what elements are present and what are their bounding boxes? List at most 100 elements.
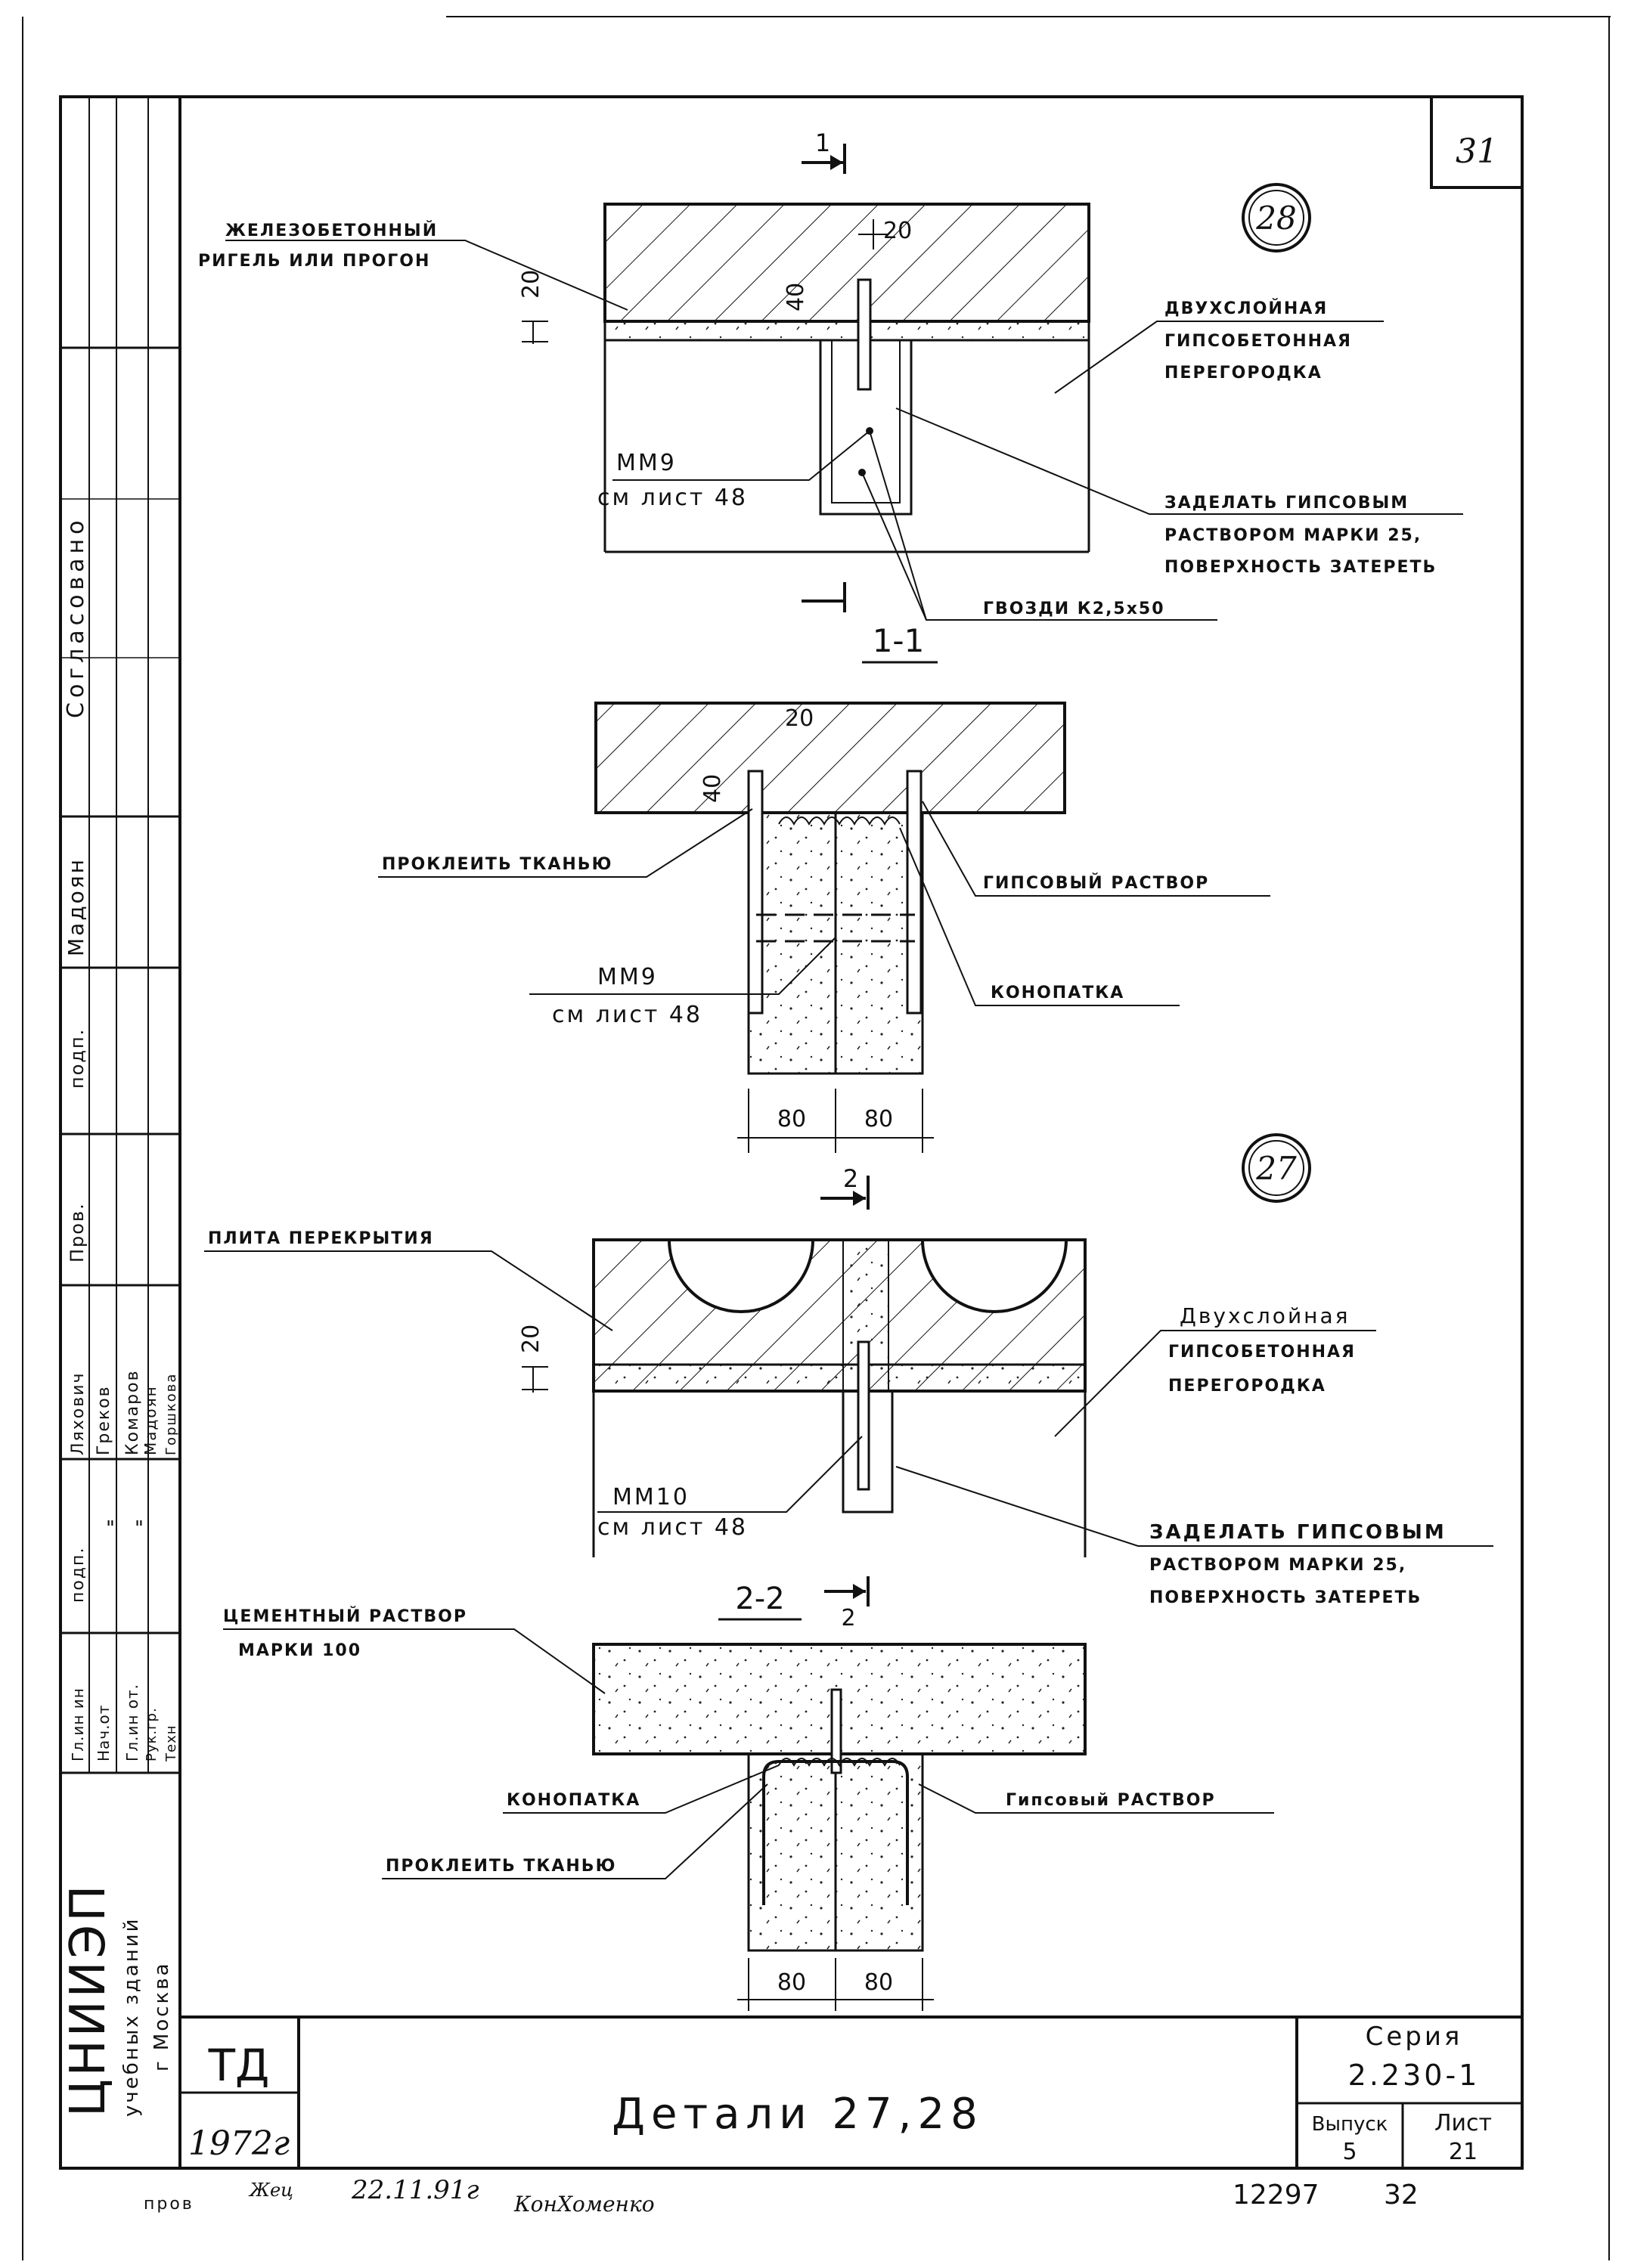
footer: пров Жец 22.11.91г КонХоменко 12297 32 (144, 2175, 1419, 2217)
title-code: ТД (208, 2040, 270, 2091)
detail-28-marker (1242, 183, 1311, 253)
section-2-2-title: 2-2 (735, 1582, 784, 1616)
stamp-name-3: Комаров (123, 1369, 142, 1455)
detail-27-cut-mark: 2 (843, 1164, 858, 1193)
partition-label-2: ГИПСОБЕТОННАЯ (1164, 332, 1352, 351)
section-2-2: 2-2 2 ЦЕМЕНТНЫЙ РАСТВОР МАРКИ 100 КОНОПА… (223, 1576, 1274, 2011)
nails-label: ГВОЗДИ К2,5х50 (983, 600, 1165, 618)
stamp-ditto-2: " (135, 1517, 144, 1540)
stamp-role-2: Нач.от (95, 1705, 113, 1761)
section-1-1-dim-top20: 20 (785, 705, 814, 732)
drawing-title: Детали 27,28 (612, 2090, 983, 2139)
detail-27-dim-20: 20 (518, 1325, 544, 1353)
stamp-ditto-1: " (106, 1517, 115, 1540)
detail-28-marker-label: 28 (1255, 200, 1296, 237)
stamp-org: ЦНИИЭП (60, 1882, 116, 2117)
stamp-madoyan: Мадоян (64, 857, 88, 956)
footer-date: 22.11.91г (351, 2175, 479, 2205)
caulk-label: КОНОПАТКА (991, 984, 1124, 1002)
section-1-1-dim-40: 40 (699, 774, 726, 803)
side-stamp-frame (59, 95, 181, 2170)
glue-label: ПРОКЛЕИТЬ ТКАНЬЮ (382, 855, 612, 874)
stamp-podp-2: подп. (69, 1547, 88, 1603)
stamp-prov: Пров. (67, 1202, 88, 1263)
detail-27-marker-label: 27 (1255, 1150, 1297, 1187)
detail-27-seal-1: ЗАДЕЛАТЬ ГИПСОВЫМ (1149, 1521, 1447, 1544)
partition-label-3: ПЕРЕГОРОДКА (1164, 364, 1323, 383)
mm9-label: ММ9 (616, 450, 677, 476)
mortar-label-2: МАРКИ 100 (238, 1641, 361, 1660)
stamp-org-sub-1: учебных зданий (120, 1917, 143, 2118)
archive-number: 12297 (1233, 2180, 1319, 2211)
footer-page: 32 (1384, 2180, 1419, 2211)
detail-28-dim-40: 40 (783, 283, 809, 311)
section-1-1-mm9: ММ9 (597, 964, 658, 990)
sheet-number-box: 31 (1430, 95, 1524, 189)
detail-28: 28 1 20 40 20 ЖЕЛЕЗОБЕТОННЫЙ РИГЕЛЬ ИЛИ … (198, 129, 1463, 621)
stamp-name-2: Греков (95, 1385, 113, 1455)
issue-label: Выпуск (1312, 2113, 1388, 2136)
detail-27-marker (1242, 1133, 1311, 1203)
partition-label-1: ДВУХСЛОЙНАЯ (1164, 299, 1328, 318)
section-1-1-dim-w2: 80 (864, 1106, 893, 1132)
section-2-2-glue-label: ПРОКЛЕИТЬ ТКАНЬЮ (386, 1857, 616, 1876)
section-1-1: 1-1 20 40 ПРОКЛЕИТЬ ТКАНЬЮ ГИПСОВЫЙ РАСТ… (378, 622, 1270, 1153)
footer-sig-1: Жец (248, 2180, 293, 2201)
stamp-role-3: Гл.ин от. (123, 1684, 141, 1761)
seal-label-2: РАСТВОРОМ МАРКИ 25, (1164, 526, 1422, 545)
detail-28-dim-top20: 20 (883, 218, 912, 244)
sheet-label: Лист (1434, 2110, 1492, 2136)
beam-label-2: РИГЕЛЬ ИЛИ ПРОГОН (198, 252, 430, 271)
detail-28-dim-20: 20 (518, 270, 544, 299)
detail-27: 27 2 20 ПЛИТА ПЕРЕКРЫТИЯ Двухслойная ГИП… (204, 1133, 1493, 1607)
series-label: Серия (1366, 2022, 1463, 2052)
seal-label-1: ЗАДЕЛАТЬ ГИПСОВЫМ (1164, 494, 1409, 513)
slab-label: ПЛИТА ПЕРЕКРЫТИЯ (208, 1229, 434, 1248)
sheet-number: 31 (1456, 132, 1498, 171)
stamp-role-5: Техн (163, 1725, 179, 1763)
detail-27-seal-3: ПОВЕРХНОСТЬ ЗАТЕРЕТЬ (1149, 1588, 1422, 1607)
detail-27-seal-2: РАСТВОРОМ МАРКИ 25, (1149, 1556, 1406, 1575)
section-1-1-mm9-ref: см лист 48 (552, 1002, 702, 1028)
series-value: 2.230-1 (1348, 2059, 1481, 2092)
section-1-1-caulk (778, 816, 901, 826)
stamp-podp: подп. (67, 1028, 88, 1089)
mm10-bracket (857, 1340, 870, 1491)
beam-label-1: ЖЕЛЕЗОБЕТОННЫЙ (225, 221, 438, 240)
detail-27-partition-2: ГИПСОБЕТОННАЯ (1168, 1343, 1356, 1362)
beam-hatched (603, 203, 1090, 323)
section-1-1-dim-w1: 80 (777, 1106, 806, 1132)
stamp-name-5: Горшкова (163, 1373, 179, 1455)
stamp-name-4: Мадоян (141, 1385, 160, 1455)
title-year: 1972г (188, 2124, 290, 2163)
title-block: ТД 1972г Детали 27,28 Серия 2.230-1 Выпу… (180, 2015, 1522, 2168)
section-1-1-title: 1-1 (873, 622, 925, 659)
seal-label-3: ПОВЕРХНОСТЬ ЗАТЕРЕТЬ (1164, 558, 1437, 577)
section-1-1-beam (594, 702, 1066, 814)
issue-value: 5 (1342, 2139, 1357, 2165)
mm9-ref: см лист 48 (597, 485, 748, 511)
mm10-ref: см лист 48 (597, 1514, 748, 1541)
detail-27-partition-1: Двухслойная (1180, 1303, 1350, 1328)
mm10-label: ММ10 (612, 1484, 690, 1510)
plaster-label: ГИПСОВЫЙ РАСТВОР (983, 873, 1209, 893)
detail-27-partition-3: ПЕРЕГОРОДКА (1168, 1377, 1326, 1396)
section-2-2-cut-mark: 2 (841, 1605, 855, 1631)
section-2-2-plaster-label: Гипсовый РАСТВОР (1006, 1791, 1216, 1810)
stamp-org-sub-2: г Москва (150, 1961, 173, 2071)
section-2-2-dim-w2: 80 (864, 1969, 893, 1996)
section-2-2-dim-w1: 80 (777, 1969, 806, 1996)
detail-28-cut-mark: 1 (815, 129, 830, 157)
sheet-value: 21 (1449, 2139, 1478, 2165)
stamp-agreed: Согласовано (63, 516, 89, 718)
stamp-name-1: Ляхович (69, 1371, 88, 1455)
stamp-role-4: Рук.гр. (144, 1707, 160, 1761)
mm9-bracket (857, 278, 872, 391)
footer-sig-2: КонХоменко (513, 2192, 655, 2217)
side-stamp: Согласовано Мадоян подп. Пров. Ляхович Г… (60, 97, 180, 2117)
mortar-label-1: ЦЕМЕНТНЫЙ РАСТВОР (223, 1606, 467, 1626)
section-2-2-caulk-label: КОНОПАТКА (507, 1791, 640, 1810)
footer-prov: пров (144, 2195, 194, 2214)
stamp-role-1: Гл.ин ин (69, 1687, 87, 1761)
